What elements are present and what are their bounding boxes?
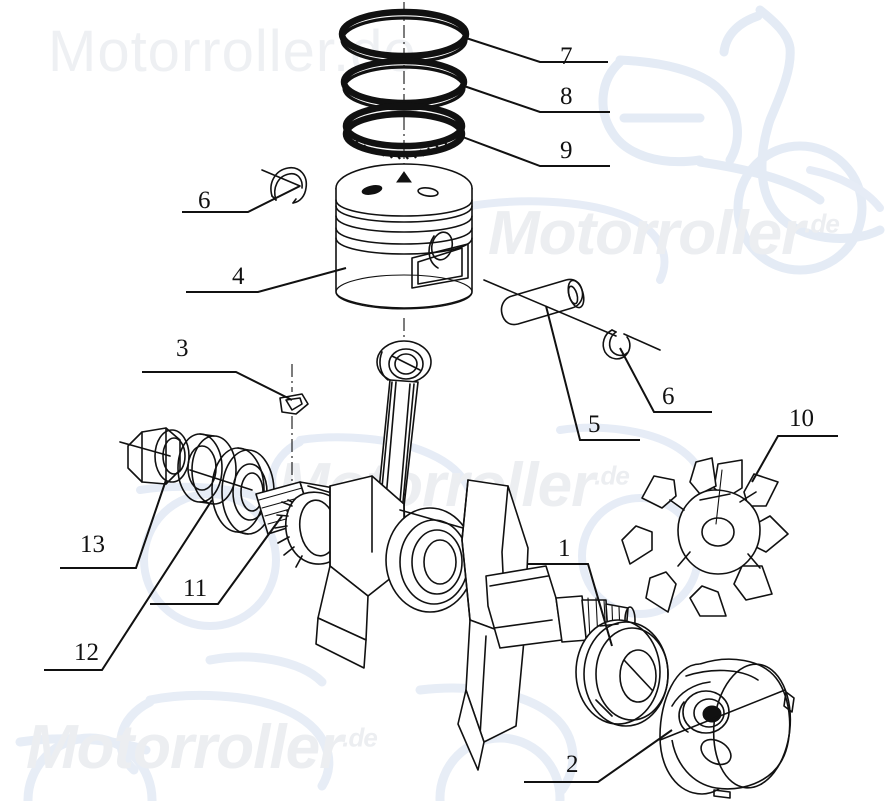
- part-2-flywheel-rotor: [659, 658, 795, 799]
- callout-4[interactable]: 4: [232, 263, 245, 290]
- part-1-washer: [575, 619, 669, 727]
- callout-9[interactable]: 9: [560, 137, 573, 164]
- callout-11[interactable]: 11: [183, 575, 208, 602]
- leader-lines: [44, 37, 838, 783]
- part-6-circlip-left: [261, 166, 308, 204]
- part-13-nut: [119, 427, 190, 485]
- part-6-circlip-right: [602, 329, 661, 360]
- callout-13[interactable]: 13: [80, 531, 105, 558]
- part-10-cooling-fan: [621, 457, 789, 617]
- callout-7[interactable]: 7: [560, 43, 573, 70]
- callout-6-left[interactable]: 6: [198, 187, 211, 214]
- callout-12[interactable]: 12: [74, 639, 99, 666]
- part-12-bearing: [177, 433, 275, 535]
- part-5-piston-pin: [483, 278, 617, 337]
- part-9-oil-control-ring: [342, 102, 466, 160]
- callout-5[interactable]: 5: [588, 411, 601, 438]
- part-4-piston: [335, 163, 473, 310]
- crankshaft-webs: [315, 475, 636, 771]
- callout-8[interactable]: 8: [560, 83, 573, 110]
- connecting-rod: [376, 340, 432, 507]
- callout-10[interactable]: 10: [789, 405, 814, 432]
- callout-1[interactable]: 1: [558, 535, 571, 562]
- part-3-woodruff-key: [279, 364, 309, 486]
- callout-6-right[interactable]: 6: [662, 383, 675, 410]
- part-8-piston-ring-second: [340, 57, 468, 111]
- callout-2[interactable]: 2: [566, 751, 579, 778]
- callout-3[interactable]: 3: [176, 335, 189, 362]
